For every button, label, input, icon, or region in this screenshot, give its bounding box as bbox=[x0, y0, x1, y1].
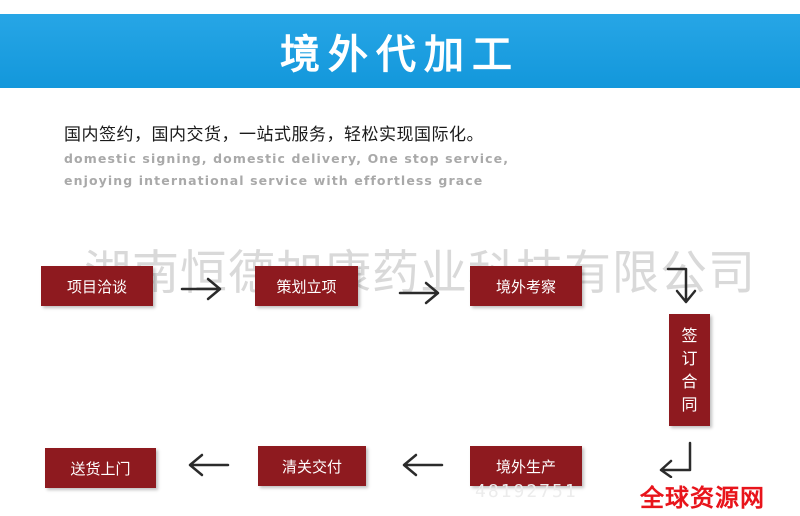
arrow-right-icon bbox=[180, 277, 222, 301]
step-contract-char-2: 订 bbox=[681, 349, 698, 368]
arrow-turn-down-icon bbox=[666, 267, 697, 304]
step-production: 境外生产 bbox=[470, 446, 582, 486]
arrow-right-icon bbox=[398, 281, 440, 305]
step-planning: 策划立项 bbox=[255, 266, 358, 306]
title-banner: 境外代加工 bbox=[0, 14, 800, 88]
arrow-left-icon bbox=[188, 453, 230, 477]
banner-title: 境外代加工 bbox=[280, 32, 520, 78]
step-customs: 清关交付 bbox=[258, 446, 366, 486]
step-contract-char-3: 合 bbox=[681, 372, 698, 391]
step-negotiation: 项目洽谈 bbox=[41, 266, 153, 306]
arrow-left-icon bbox=[402, 453, 444, 477]
intro-english-line1: domestic signing, domestic delivery, One… bbox=[64, 151, 510, 166]
intro-section: 国内签约，国内交货，一站式服务，轻松实现国际化。 domestic signin… bbox=[64, 120, 624, 189]
step-contract-char-4: 同 bbox=[681, 395, 698, 414]
step-inspection: 境外考察 bbox=[470, 266, 582, 306]
partial-code-text: 48192751 bbox=[475, 481, 578, 502]
intro-chinese: 国内签约，国内交货，一站式服务，轻松实现国际化。 bbox=[64, 125, 484, 145]
intro-english-line2: enjoying international service with effo… bbox=[64, 173, 484, 188]
site-logo: 全球资源网 bbox=[640, 484, 765, 512]
arrow-turn-left-icon bbox=[659, 441, 692, 478]
step-contract-char-1: 签 bbox=[681, 326, 698, 345]
step-delivery: 送货上门 bbox=[45, 448, 156, 488]
step-contract: 签 订 合 同 bbox=[669, 314, 710, 426]
